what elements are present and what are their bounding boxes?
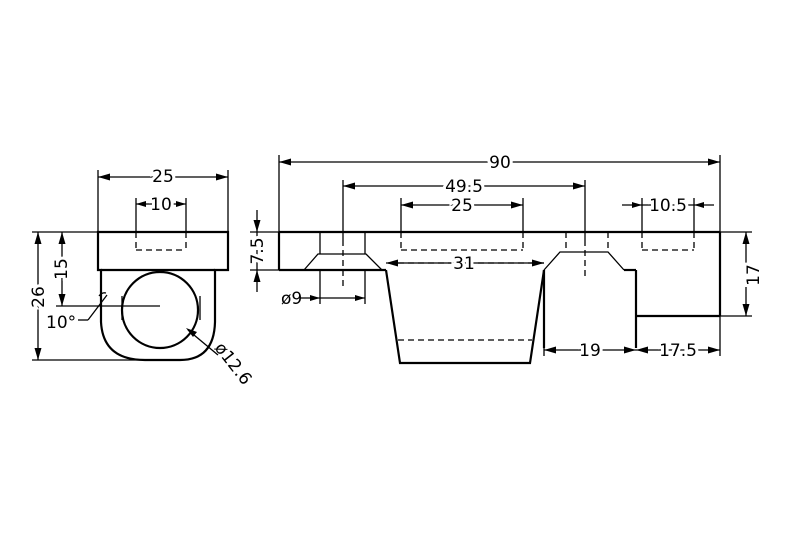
dim-arrow	[98, 173, 110, 181]
dim-arrow	[355, 295, 365, 301]
dim-right-hole-label: 10.5	[649, 196, 687, 216]
dim-angle-label: 10°	[46, 313, 76, 333]
dim-countersink-label: ø9	[281, 289, 302, 309]
dim-arrow	[58, 232, 66, 244]
dim-arrow	[708, 346, 720, 354]
dim-arrow	[401, 201, 413, 209]
dim-arrow	[279, 158, 291, 166]
dim-arrow	[511, 201, 523, 209]
dim-slot-label: 25	[451, 196, 473, 216]
dim-plate-label: 7.5	[248, 237, 268, 264]
dim-arrow	[708, 158, 720, 166]
dim-spacing-label: 49.5	[445, 177, 483, 197]
dim-arrow	[253, 270, 261, 282]
dim-arrow	[632, 202, 642, 208]
dim-angle-arc	[98, 292, 107, 297]
dim-step-width-label: 19	[579, 341, 601, 361]
dim-arrow	[216, 173, 228, 181]
countersink-left	[303, 253, 383, 271]
dim-arrow	[34, 348, 42, 360]
dim-step-height-label: 17	[744, 264, 764, 286]
side-view: 25 10 26 15 10° ø12.6	[26, 164, 256, 389]
dim-end-offset-label: 17.5	[659, 341, 697, 361]
dim-arrow	[636, 346, 648, 354]
countersink-right	[543, 251, 625, 271]
dim-arrow	[136, 201, 146, 207]
dim-arrow	[532, 259, 544, 267]
dim-arrow	[253, 220, 261, 232]
post-outline	[384, 269, 546, 365]
dim-arrow	[186, 328, 197, 337]
dim-side-hole-label: 10	[150, 195, 172, 215]
dim-angle-leader	[87, 294, 108, 321]
dim-arrow	[742, 232, 750, 244]
dim-side-total-label: 26	[29, 286, 49, 308]
dim-arrow	[386, 259, 398, 267]
front-view: 90 49.5 25 10.5 7.5 31	[245, 150, 767, 365]
side-view-bore	[120, 270, 200, 350]
dim-side-width-label: 25	[152, 167, 174, 187]
dim-arrow	[544, 346, 556, 354]
dim-overall-label: 90	[489, 153, 511, 173]
dim-arrow	[34, 232, 42, 244]
dim-side-inner-label: 15	[52, 258, 72, 280]
dim-arrow	[58, 294, 66, 306]
dim-arrow	[343, 182, 355, 190]
dim-arrow	[573, 182, 585, 190]
dim-arrow	[742, 304, 750, 316]
dim-arrow	[694, 202, 704, 208]
dim-bore-label: ø12.6	[210, 339, 255, 389]
dim-arrow	[310, 295, 320, 301]
dim-arrow	[176, 201, 186, 207]
dim-arrow	[624, 346, 636, 354]
side-view-outline	[96, 230, 230, 362]
dim-post-label: 31	[453, 254, 475, 274]
